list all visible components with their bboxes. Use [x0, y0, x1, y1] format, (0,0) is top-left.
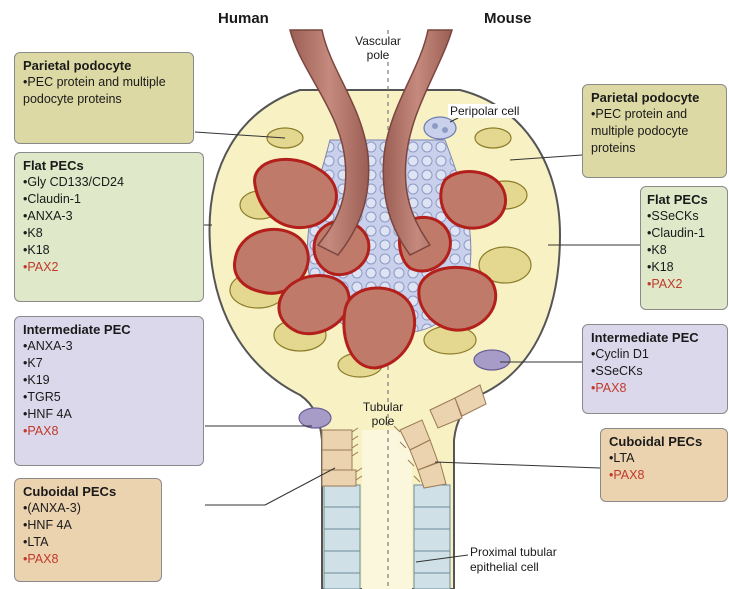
vascular-pole-line2: pole: [348, 48, 408, 62]
proximal-tubular-line2: epithelial cell: [470, 560, 557, 575]
box-title: Parietal podocyte: [23, 57, 187, 74]
tubule-cells-left: [324, 485, 360, 589]
marker-item: K18: [647, 259, 721, 276]
marker-item: K19: [23, 372, 197, 389]
marker-item: SSeCKs: [647, 208, 721, 225]
peripolar-cell-label: Peripolar cell: [448, 104, 521, 118]
tubular-pole-label: Tubular pole: [353, 400, 413, 428]
box-human-parietal-podocyte: Parietal podocyte PEC protein and multip…: [14, 52, 194, 144]
marker-item: HNF 4A: [23, 517, 155, 534]
marker-item: K7: [23, 355, 197, 372]
box-title: Flat PECs: [647, 191, 721, 208]
tubular-pole-line2: pole: [353, 414, 413, 428]
vascular-pole-label: Vascular pole: [348, 34, 408, 62]
marker-item: PEC protein and multiple podocyte protei…: [23, 74, 187, 108]
tubule-cells-right: [414, 485, 450, 589]
box-human-flat-pecs: Flat PECs Gly CD133/CD24 Claudin-1 ANXA-…: [14, 152, 204, 302]
box-human-intermediate-pec: Intermediate PEC ANXA-3 K7 K19 TGR5 HNF …: [14, 316, 204, 466]
box-mouse-parietal-podocyte: Parietal podocyte PEC protein and multip…: [582, 84, 727, 178]
marker-item: K8: [647, 242, 721, 259]
box-mouse-flat-pecs: Flat PECs SSeCKs Claudin-1 K8 K18 PAX2: [640, 186, 728, 310]
box-human-cuboidal-pecs: Cuboidal PECs (ANXA-3) HNF 4A LTA PAX8: [14, 478, 162, 582]
marker-item: ANXA-3: [23, 208, 197, 225]
marker-item: Claudin-1: [647, 225, 721, 242]
peripolar-cell: [424, 117, 456, 139]
box-mouse-intermediate-pec: Intermediate PEC Cyclin D1 SSeCKs PAX8: [582, 324, 728, 414]
box-title: Parietal podocyte: [591, 89, 720, 106]
marker-item: ANXA-3: [23, 338, 197, 355]
marker-item: Gly CD133/CD24: [23, 174, 197, 191]
marker-item: HNF 4A: [23, 406, 197, 423]
marker-item: LTA: [23, 534, 155, 551]
box-title: Flat PECs: [23, 157, 197, 174]
marker-item: PEC protein and multiple podocyte protei…: [591, 106, 720, 157]
box-title: Cuboidal PECs: [23, 483, 155, 500]
box-title: Cuboidal PECs: [609, 433, 721, 450]
box-mouse-cuboidal-pecs: Cuboidal PECs LTA PAX8: [600, 428, 728, 502]
marker-item: Cyclin D1: [591, 346, 721, 363]
marker-item: PAX8: [609, 467, 721, 484]
marker-item: PAX8: [23, 423, 197, 440]
tubular-pole-line1: Tubular: [353, 400, 413, 414]
marker-item: K8: [23, 225, 197, 242]
marker-item: (ANXA-3): [23, 500, 155, 517]
marker-item: TGR5: [23, 389, 197, 406]
cuboidal-cells-left: [322, 430, 356, 486]
marker-item: PAX8: [23, 551, 155, 568]
intermediate-pec-right: [474, 350, 510, 370]
marker-item: LTA: [609, 450, 721, 467]
marker-item: Claudin-1: [23, 191, 197, 208]
marker-item: PAX2: [647, 276, 721, 293]
species-label-mouse: Mouse: [484, 10, 532, 27]
proximal-tubular-label: Proximal tubular epithelial cell: [470, 545, 557, 575]
box-title: Intermediate PEC: [23, 321, 197, 338]
proximal-tubular-line1: Proximal tubular: [470, 545, 557, 560]
vascular-pole-line1: Vascular: [348, 34, 408, 48]
marker-item: K18: [23, 242, 197, 259]
marker-item: PAX2: [23, 259, 197, 276]
species-label-human: Human: [218, 10, 269, 27]
tubule-lumen: [362, 430, 412, 589]
intermediate-pec-left: [299, 408, 331, 428]
box-title: Intermediate PEC: [591, 329, 721, 346]
marker-item: PAX8: [591, 380, 721, 397]
marker-item: SSeCKs: [591, 363, 721, 380]
